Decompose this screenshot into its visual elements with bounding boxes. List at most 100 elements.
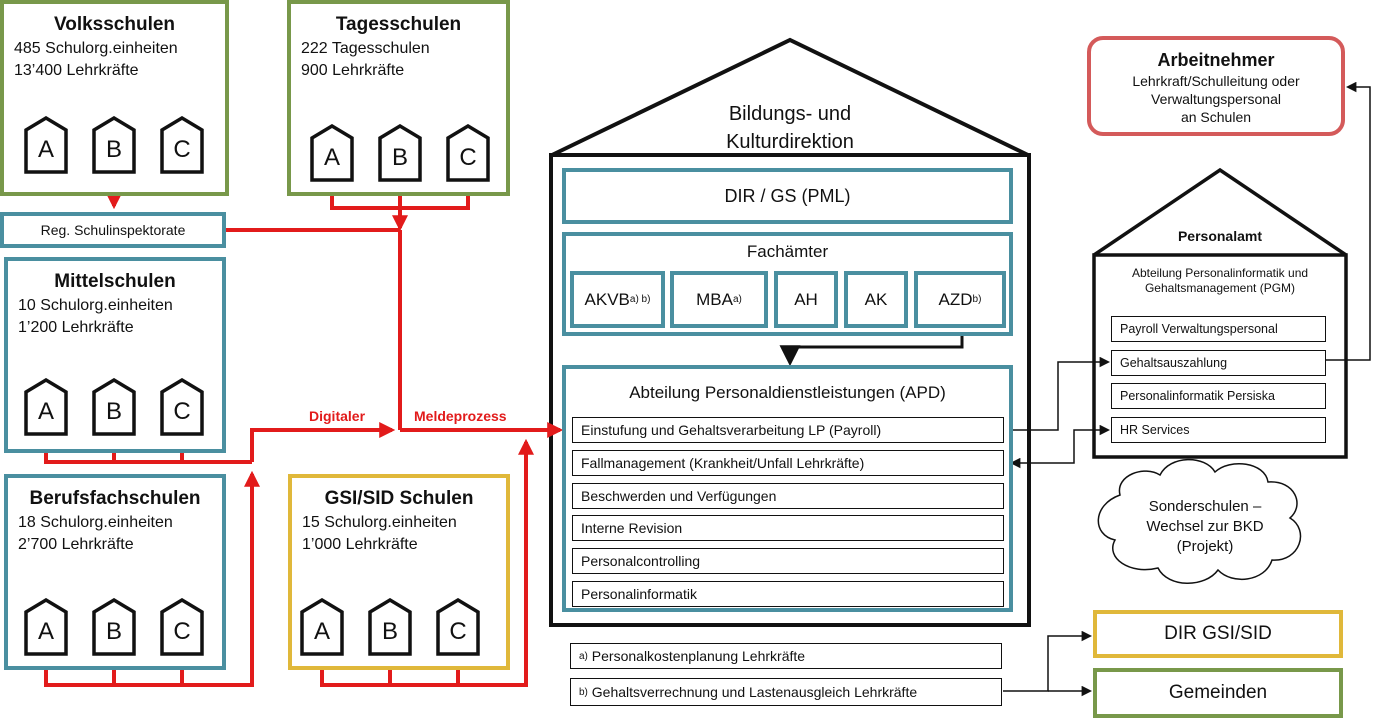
footnote-a-mark: a) [579,650,588,662]
mittelschulen-school-house-1: B [92,377,136,436]
cloud-line1: Sonderschulen – [1148,498,1262,515]
house-icon [92,115,136,174]
mittelschulen-school-house-0: A [24,377,68,436]
arbeitnehmer-title: Arbeitnehmer [1157,50,1275,70]
arbeitnehmer-line2: Verwaltungspersonal [1151,91,1281,107]
personalamt-roof [1093,167,1347,257]
pgm-item-payroll: Payroll Verwaltungspersonal [1111,316,1326,342]
volksschulen-title: Volksschulen [53,14,176,35]
footnote-a: a) Personalkostenplanung Lehrkräfte [570,643,1002,669]
amt-ah: AH [774,271,838,328]
apd-item-controlling: Personalcontrolling [572,548,1004,574]
pgm-item-gehaltsauszahlung: Gehaltsauszahlung [1111,350,1326,376]
amt-azd-sup: b) [972,294,982,305]
house-icon [160,377,204,436]
reg-schulinspektorate: Reg. Schulinspektorate [0,212,226,248]
house-label: A [37,618,54,645]
tagesschulen-title: Tagesschulen [335,14,462,35]
cloud-text: Sonderschulen – Wechsel zur BKD (Projekt… [1110,497,1300,557]
house-icon [92,377,136,436]
amt-ak: AK [844,271,908,328]
tagesschulen-teachers: 900 Lehrkräfte [301,62,405,79]
volksschulen-teachers: 13’400 Lehrkräfte [14,62,139,79]
mittelschulen-teachers: 1’200 Lehrkräfte [18,319,134,336]
footnote-b: b) Gehaltsverrechnung und Lastenausgleic… [570,678,1002,706]
house-label: C [173,398,191,425]
house-icon [436,597,480,656]
berufsfachschulen-teachers: 2’700 Lehrkräfte [18,536,134,553]
tagesschulen-school-house-0: A [310,123,354,182]
berufsfachschulen-school-house-0: A [24,597,68,656]
personalamt-dept-line1: Abteilung Personalinformatik und [1131,266,1309,280]
tagesschulen-count: 222 Tagesschulen [301,40,430,57]
amt-ah-label: AH [794,289,818,309]
mittelschulen-units: 10 Schulorg.einheiten [18,297,173,314]
volksschulen-units: 485 Schulorg.einheiten [14,40,178,57]
cloud-shape [1097,458,1302,584]
gsi-sid-title: GSI/SID Schulen [324,488,474,509]
berufsfachschulen-school-house-2: C [160,597,204,656]
house-icon [446,123,490,182]
volksschulen-school-house-0: A [24,115,68,174]
personalamt-title: Personalamt [1177,228,1263,244]
bkd-title-line2: Kulturdirektion [726,131,854,153]
personalamt-house-body [1092,253,1348,459]
house-label: B [391,144,408,171]
berufsfachschulen-title: Berufsfachschulen [29,488,201,509]
house-icon [24,377,68,436]
house-icon [24,115,68,174]
berufsfachschulen-school-house-1: B [92,597,136,656]
amt-akvb-label: AKVB [584,289,630,309]
bkd-roof [551,37,1029,157]
thin-connectors [1003,81,1371,697]
house-label: B [381,618,398,645]
personalamt-dept: Abteilung Personalinformatik und Gehalts… [1098,266,1342,296]
house-label: A [37,136,54,163]
footnote-b-mark: b) [579,686,588,698]
apd-item-revision: Interne Revision [572,515,1004,541]
tagesschulen-school-house-2: C [446,123,490,182]
mittelschulen-school-house-2: C [160,377,204,436]
bkd-title-line1: Bildungs- und [728,103,852,125]
house-label: B [105,136,122,163]
apd-item-payroll: Einstufung und Gehaltsverarbeitung LP (P… [572,417,1004,443]
black-connectors [779,330,964,367]
house-label: B [105,618,122,645]
house-label: C [449,618,467,645]
pgm-item-persiska: Personalinformatik Persiska [1111,383,1326,409]
house-icon [378,123,422,182]
volksschulen-school-house-1: B [92,115,136,174]
house-label: B [105,398,122,425]
house-icon [160,115,204,174]
apd-item-personalinformatik: Personalinformatik [572,581,1004,607]
dir-gsi-sid-label: DIR GSI/SID [1164,623,1272,644]
house-icon [310,123,354,182]
house-icon [24,597,68,656]
personalamt-dept-line2: Gehaltsmanagement (PGM) [1144,281,1296,295]
gsi-sid-units: 15 Schulorg.einheiten [302,514,457,531]
dir-gsi-sid-box: DIR GSI/SID [1093,610,1343,658]
footnote-b-text: Gehaltsverrechnung und Lastenausgleich L… [591,684,918,700]
flow-label-digital: Digitaler [309,408,366,424]
amt-akvb-sup: a) b) [629,294,651,305]
house-label: C [173,618,191,645]
house-icon [92,597,136,656]
arbeitnehmer-box: Arbeitnehmer Lehrkraft/Schulleitung oder… [1087,36,1345,136]
footnote-a-text: Personalkostenplanung Lehrkräfte [591,648,806,664]
house-icon [368,597,412,656]
tagesschulen-school-house-1: B [378,123,422,182]
pgm-item-hr-services: HR Services [1111,417,1326,443]
gsi-sid-school-house-2: C [436,597,480,656]
house-icon [160,597,204,656]
gemeinden-label: Gemeinden [1168,682,1268,703]
apd-item-fallmanagement: Fallmanagement (Krankheit/Unfall Lehrkrä… [572,450,1004,476]
fachaemter-title: Fachämter [746,242,829,261]
house-label: C [459,144,477,171]
dir-gs-label: DIR / GS (PML) [724,185,851,206]
arbeitnehmer-line3: an Schulen [1180,109,1252,125]
gsi-sid-teachers: 1’000 Lehrkräfte [302,536,418,553]
house-label: A [323,144,340,171]
dir-gs-box: DIR / GS (PML) [562,168,1013,224]
